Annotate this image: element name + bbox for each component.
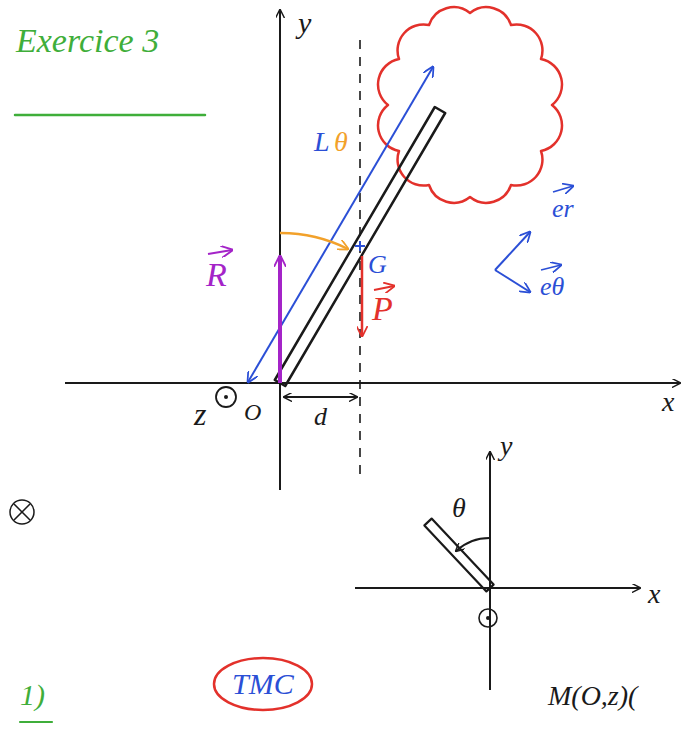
ellipse-outline [214, 658, 312, 710]
length-arrow [248, 67, 433, 382]
angle-label: θ [452, 494, 466, 522]
title-underline [15, 114, 205, 117]
etheta-vector [495, 270, 530, 292]
rod [275, 107, 445, 386]
vector-label: er [552, 196, 574, 222]
point-label: O [244, 400, 261, 424]
y-axis [489, 452, 491, 690]
force-label: P [372, 292, 393, 326]
reaction-vector [278, 256, 282, 383]
length-label: L [314, 128, 330, 156]
circled-term: TMC [212, 656, 314, 712]
z-in-symbol [14, 504, 30, 520]
angle-arc [456, 538, 490, 551]
angle-arc [280, 233, 348, 249]
angle-label: θ [334, 128, 348, 156]
vector-arrow [553, 186, 573, 192]
axis-label: z [194, 398, 206, 430]
axis-label: x [662, 388, 674, 416]
cloud-outline [378, 7, 562, 203]
dimension-label: d [314, 404, 327, 430]
z-out-symbol [224, 395, 228, 399]
axis-label: x [648, 580, 660, 608]
y-axis [279, 10, 281, 490]
vector-arrow [541, 265, 561, 270]
z-out-symbol [479, 609, 497, 627]
z-out-symbol [486, 616, 490, 620]
weight-vector [361, 256, 364, 336]
axis-label: y [500, 432, 512, 460]
center-mark [359, 241, 361, 251]
axis-label: y [298, 8, 311, 38]
dimension-arrow [284, 396, 357, 398]
z-out-symbol [216, 387, 236, 407]
vector-arrow [374, 286, 394, 290]
number-underline [20, 721, 52, 723]
force-label: R [206, 258, 227, 292]
question-number: 1) [20, 680, 45, 710]
formula-label: M(O,z)( [548, 682, 637, 710]
title: Exercice 3 [16, 24, 159, 58]
z-in-symbol [10, 500, 34, 524]
node-text: TMC [232, 669, 294, 699]
z-in-symbol [14, 504, 30, 520]
x-axis [65, 382, 680, 384]
x-axis [355, 587, 640, 589]
vector-label: eθ [540, 274, 564, 300]
vector-arrow [208, 250, 232, 254]
er-vector [495, 232, 530, 270]
rod [424, 519, 493, 592]
point-label: G [368, 252, 387, 278]
